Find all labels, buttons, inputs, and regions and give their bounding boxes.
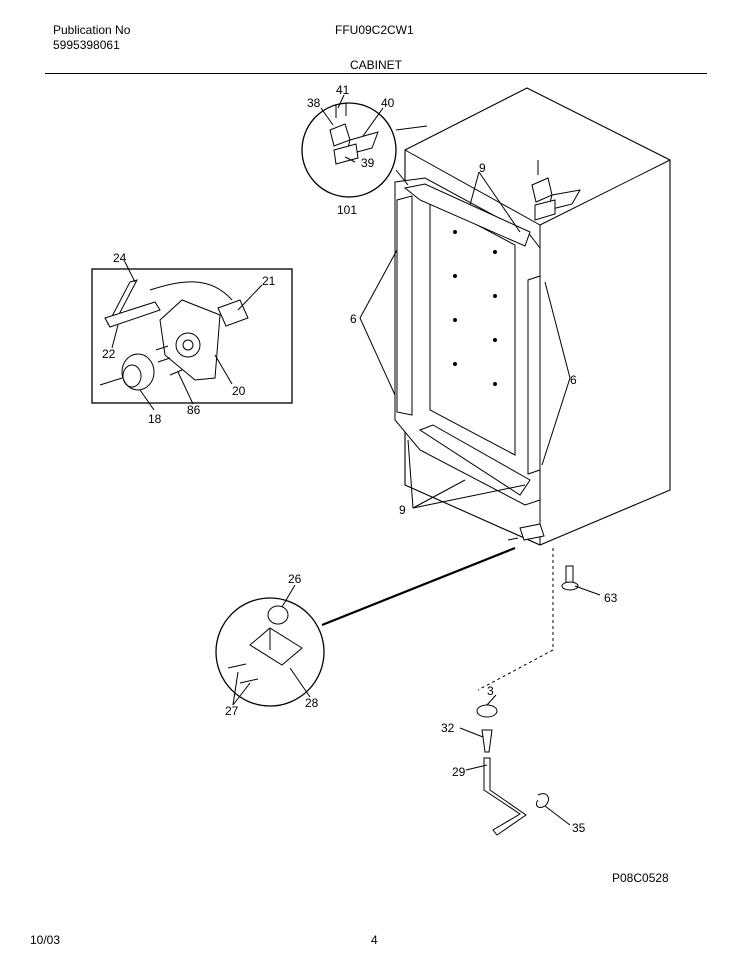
callout-26: 26 (288, 572, 302, 586)
control-detail-box (91, 268, 293, 404)
publication-number: 5995398061 (53, 38, 120, 52)
figure-code: P08C0528 (612, 871, 669, 885)
drain-parts (476, 704, 549, 836)
bottom-hinge (507, 523, 545, 541)
callout-27: 27 (225, 704, 239, 718)
callout-3: 3 (487, 684, 494, 698)
callout-6-left: 6 (350, 312, 357, 326)
callout-9-bottom: 9 (399, 503, 406, 517)
callout-18: 18 (148, 412, 162, 426)
callout-20: 20 (232, 384, 246, 398)
callout-22: 22 (102, 347, 116, 361)
cabinet-liner (394, 177, 541, 506)
callout-39: 39 (361, 156, 375, 170)
callout-32: 32 (441, 721, 455, 735)
callout-101: 101 (337, 203, 357, 217)
callout-6-right: 6 (570, 373, 577, 387)
bottom-hinge-detail-circle (215, 546, 516, 707)
leveler-leg (561, 565, 601, 596)
callout-86: 86 (187, 403, 201, 417)
hinge-detail-circle (301, 102, 428, 198)
callout-35: 35 (572, 821, 586, 835)
drain-dashed-line (477, 548, 554, 691)
callout-labels: 41 38 40 39 101 9 24 21 6 22 20 18 86 9 … (102, 83, 618, 835)
page-number: 4 (371, 933, 378, 947)
callout-21: 21 (262, 274, 276, 288)
callout-40: 40 (381, 96, 395, 110)
door-gaskets (396, 183, 541, 496)
section-title: CABINET (350, 58, 403, 72)
header-rule (45, 73, 707, 74)
callout-41: 41 (336, 83, 350, 97)
footer-date: 10/03 (30, 933, 61, 947)
leader-lines (111, 94, 571, 826)
callout-38: 38 (307, 96, 321, 110)
callout-9-top: 9 (479, 161, 486, 175)
top-hinge (531, 160, 581, 221)
callout-29: 29 (452, 765, 466, 779)
callout-63: 63 (604, 591, 618, 605)
model-number: FFU09C2CW1 (335, 23, 414, 37)
callout-24: 24 (113, 251, 127, 265)
publication-label: Publication No (53, 23, 131, 37)
callout-28: 28 (305, 696, 319, 710)
